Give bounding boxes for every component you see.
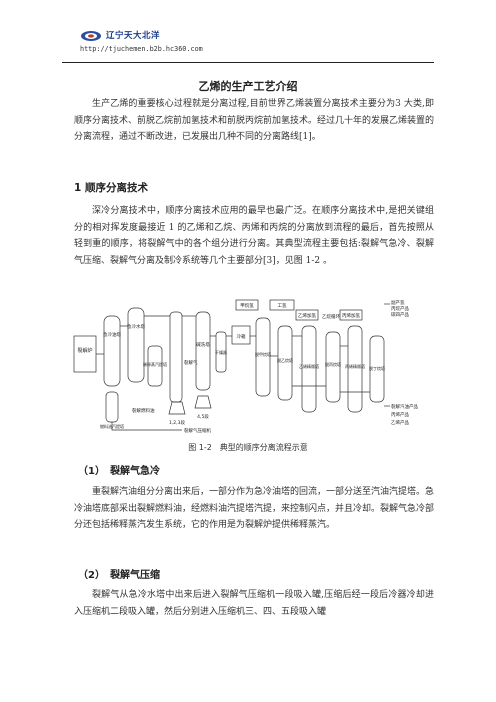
subsection-heading: （1） 裂解气急冷 — [78, 466, 160, 477]
c2-hydro-label: 乙烯加氢 — [298, 312, 316, 319]
propylene-tower-label: 丙烯精馏塔 — [345, 363, 365, 369]
methane-h2-label: 甲烷氢 — [240, 302, 254, 309]
subsection-paragraph: 重裂解汽油组分分离出来后，一部分作为急冷油塔的回流，一部分送至汽油汽提塔。急冷油… — [74, 487, 435, 530]
process-flow-diagram: 裂解炉 急冷油塔 燃料油汽提塔 急冷水塔 稀释蒸汽提塔 裂解燃料油 1,2,3段… — [73, 299, 418, 434]
propane-product-label: 丙烷产品 — [391, 305, 409, 312]
c3-hydro-label: 丙烯加氢 — [342, 312, 360, 319]
deethanizer-label: 脱乙烷塔 — [277, 357, 293, 363]
intro-paragraph: 生产乙烯的重要核心过程就是分离过程,目前世界乙烯装置分离技术主要分为3 大类,即… — [74, 99, 435, 142]
stage123-label: 1,2,3段 — [169, 419, 185, 426]
caustic-label: 碱洗塔 — [196, 341, 210, 348]
header-divider — [62, 62, 434, 63]
compressor-label: 裂解气压缩机 — [184, 427, 211, 434]
depropanizer-label: 脱丙烷塔 — [325, 361, 341, 367]
figure-caption: 图 1-2 典型的顺序分离流程示意 — [188, 443, 308, 452]
section-heading: 1 顺序分离技术 — [74, 182, 148, 194]
stage45-label: 4,5段 — [197, 413, 209, 420]
ethane-recycle-label: 乙烷循环 — [322, 313, 340, 320]
gasoline-out-label: 裂解汽油产品 — [391, 403, 418, 410]
furnace-block — [73, 335, 97, 373]
raw-gas-label: 副产氢 — [391, 299, 405, 306]
subsection-heading: （2） 裂解气压缩 — [78, 570, 160, 581]
company-logo-icon — [81, 31, 101, 41]
c4-out-label: 碳四产品 — [391, 311, 409, 318]
propylene-out-label: 丙烯产品 — [391, 411, 409, 418]
section-paragraph: 深冷分离技术中，顺序分离技术应用的最早也最广泛。在顺序分离技术中,是把关键组分的… — [74, 206, 434, 266]
subsection-paragraph: 裂解气从急冷水塔中出来后进入裂解气压缩机一段吸入罐,压缩后经一段后冷器冷却进入压… — [74, 590, 434, 617]
page-header: 辽宁天大北洋 http://tjuchemen.b2b.hc360.com — [62, 28, 434, 64]
furnace-label: 裂解炉 — [77, 347, 92, 354]
dryer-label: 干燥器 — [215, 349, 227, 355]
quench-water-label: 急冷水塔 — [127, 323, 145, 330]
company-url[interactable]: http://tjuchemen.b2b.hc360.com — [80, 45, 203, 53]
dilution-steam-label: 稀释蒸汽提塔 — [143, 361, 167, 367]
demethanizer-label: 脱甲烷塔 — [255, 351, 271, 357]
fuel-oil-label: 裂解燃料油 — [132, 407, 155, 414]
cracked-gas-label: 裂解气 — [184, 359, 198, 366]
ethylene-out-label: 乙烯产品 — [391, 419, 409, 426]
hydrogen-label: 工氢 — [278, 302, 287, 309]
debutanizer-label: 脱丁烷塔 — [369, 365, 385, 371]
quench-oil-label: 急冷油塔 — [103, 331, 121, 338]
cold-box-label: 冷箱 — [237, 333, 246, 340]
ethylene-tower-label: 乙烯精馏塔 — [299, 363, 319, 369]
document-title: 乙烯的生产工艺介绍 — [198, 80, 298, 93]
company-name: 辽宁天大北洋 — [106, 31, 161, 41]
